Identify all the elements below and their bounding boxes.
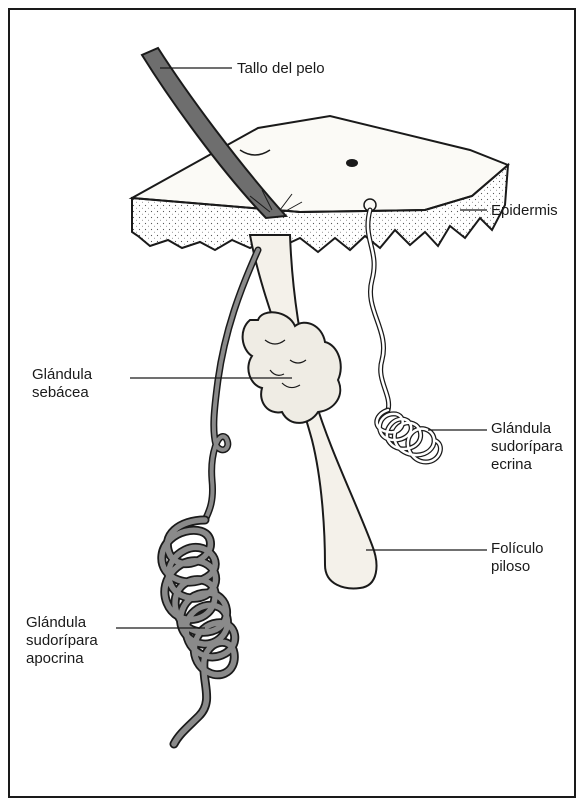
skin-surface [132, 116, 508, 212]
pore [346, 159, 358, 167]
sebaceous-gland [243, 312, 341, 423]
eccrine-coil [377, 410, 441, 462]
label-epidermis: Epidermis [491, 202, 558, 220]
apocrine-coil [162, 520, 235, 744]
label-hair-follicle: Folículo piloso [491, 540, 544, 576]
label-sebaceous-gland: Glándula sebácea [32, 366, 92, 402]
label-eccrine-gland: Glándula sudorípara ecrina [491, 420, 563, 474]
label-hair-shaft: Tallo del pelo [237, 60, 325, 78]
label-apocrine-gland: Glándula sudorípara apocrina [26, 614, 98, 668]
